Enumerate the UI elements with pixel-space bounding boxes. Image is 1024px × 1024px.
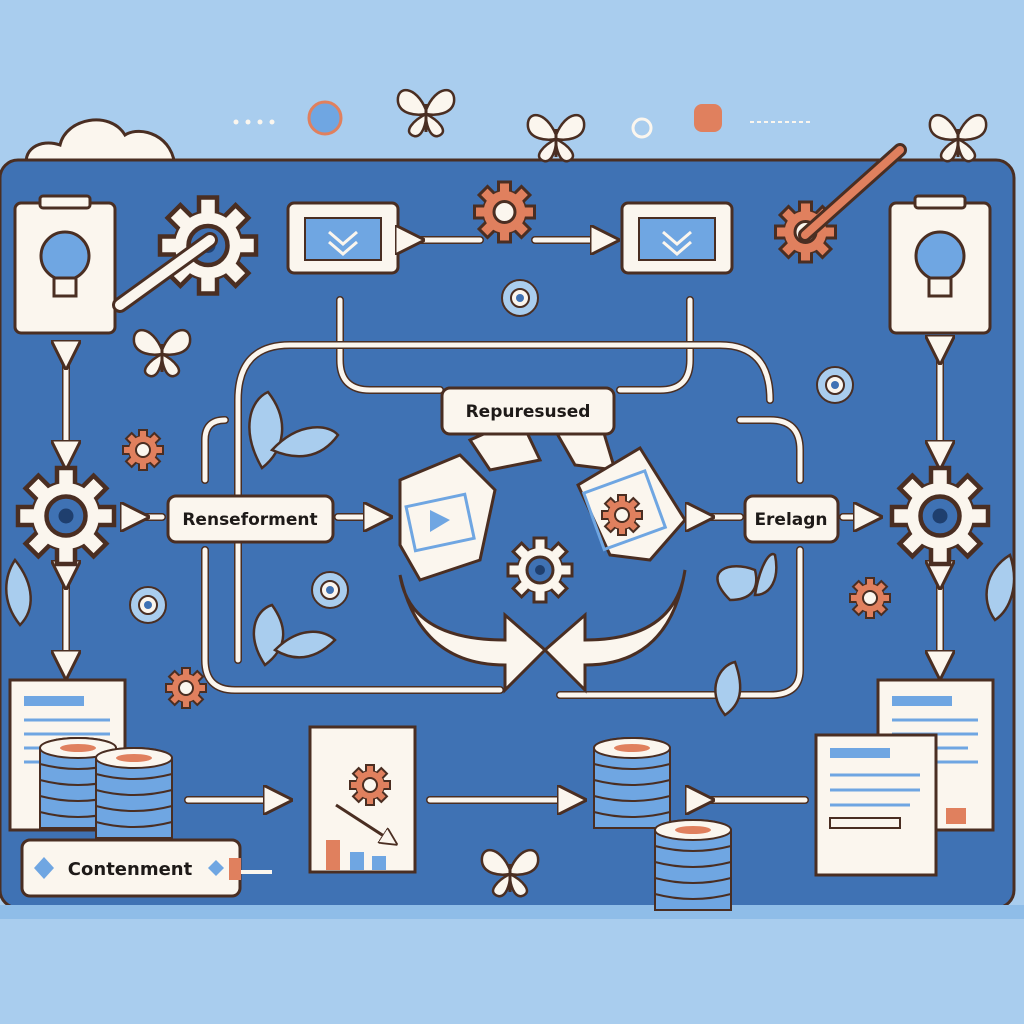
gear-icon <box>501 279 539 317</box>
cloud <box>24 118 177 172</box>
database-icon <box>95 747 173 839</box>
svg-text:Contenment: Contenment <box>68 859 193 880</box>
horizontal-arrows <box>135 517 868 800</box>
svg-text:Erelagn: Erelagn <box>754 510 827 530</box>
gear-icon <box>122 429 164 471</box>
pen-icon <box>798 143 907 242</box>
idea-card-left <box>13 194 117 335</box>
gear-icon <box>816 366 854 404</box>
database-icon <box>593 737 671 829</box>
gear-icon <box>849 577 891 619</box>
database-icon <box>654 819 732 911</box>
gear-icon <box>506 536 574 604</box>
bottom-strip <box>0 905 1024 919</box>
gear-icon <box>311 571 349 609</box>
top-decorations <box>233 88 988 163</box>
screen-card-left <box>286 201 400 275</box>
gear-icon <box>165 667 207 709</box>
screen-card-right <box>620 201 734 275</box>
label-transformation: Renseforment <box>166 494 335 544</box>
label-contenment: Contenment <box>20 838 272 898</box>
svg-text:Repuresused: Repuresused <box>466 402 591 422</box>
chart-card <box>308 725 417 874</box>
gear-icon <box>601 494 643 536</box>
gear-icon <box>129 586 167 624</box>
label-repurposed: Repuresused <box>440 386 616 436</box>
recycle-cycle <box>398 416 687 694</box>
svg-text:Renseforment: Renseforment <box>182 510 317 530</box>
gear-icon <box>18 468 114 564</box>
gear-icon <box>892 468 988 564</box>
document-stack <box>814 733 966 877</box>
process-loop <box>201 296 804 699</box>
idea-card-right <box>888 194 992 335</box>
pencil-icon <box>112 232 218 313</box>
vertical-arrows <box>66 350 940 665</box>
label-erelagn: Erelagn <box>743 494 840 544</box>
leaf-icons <box>5 390 1016 717</box>
gear-icon <box>473 180 536 244</box>
